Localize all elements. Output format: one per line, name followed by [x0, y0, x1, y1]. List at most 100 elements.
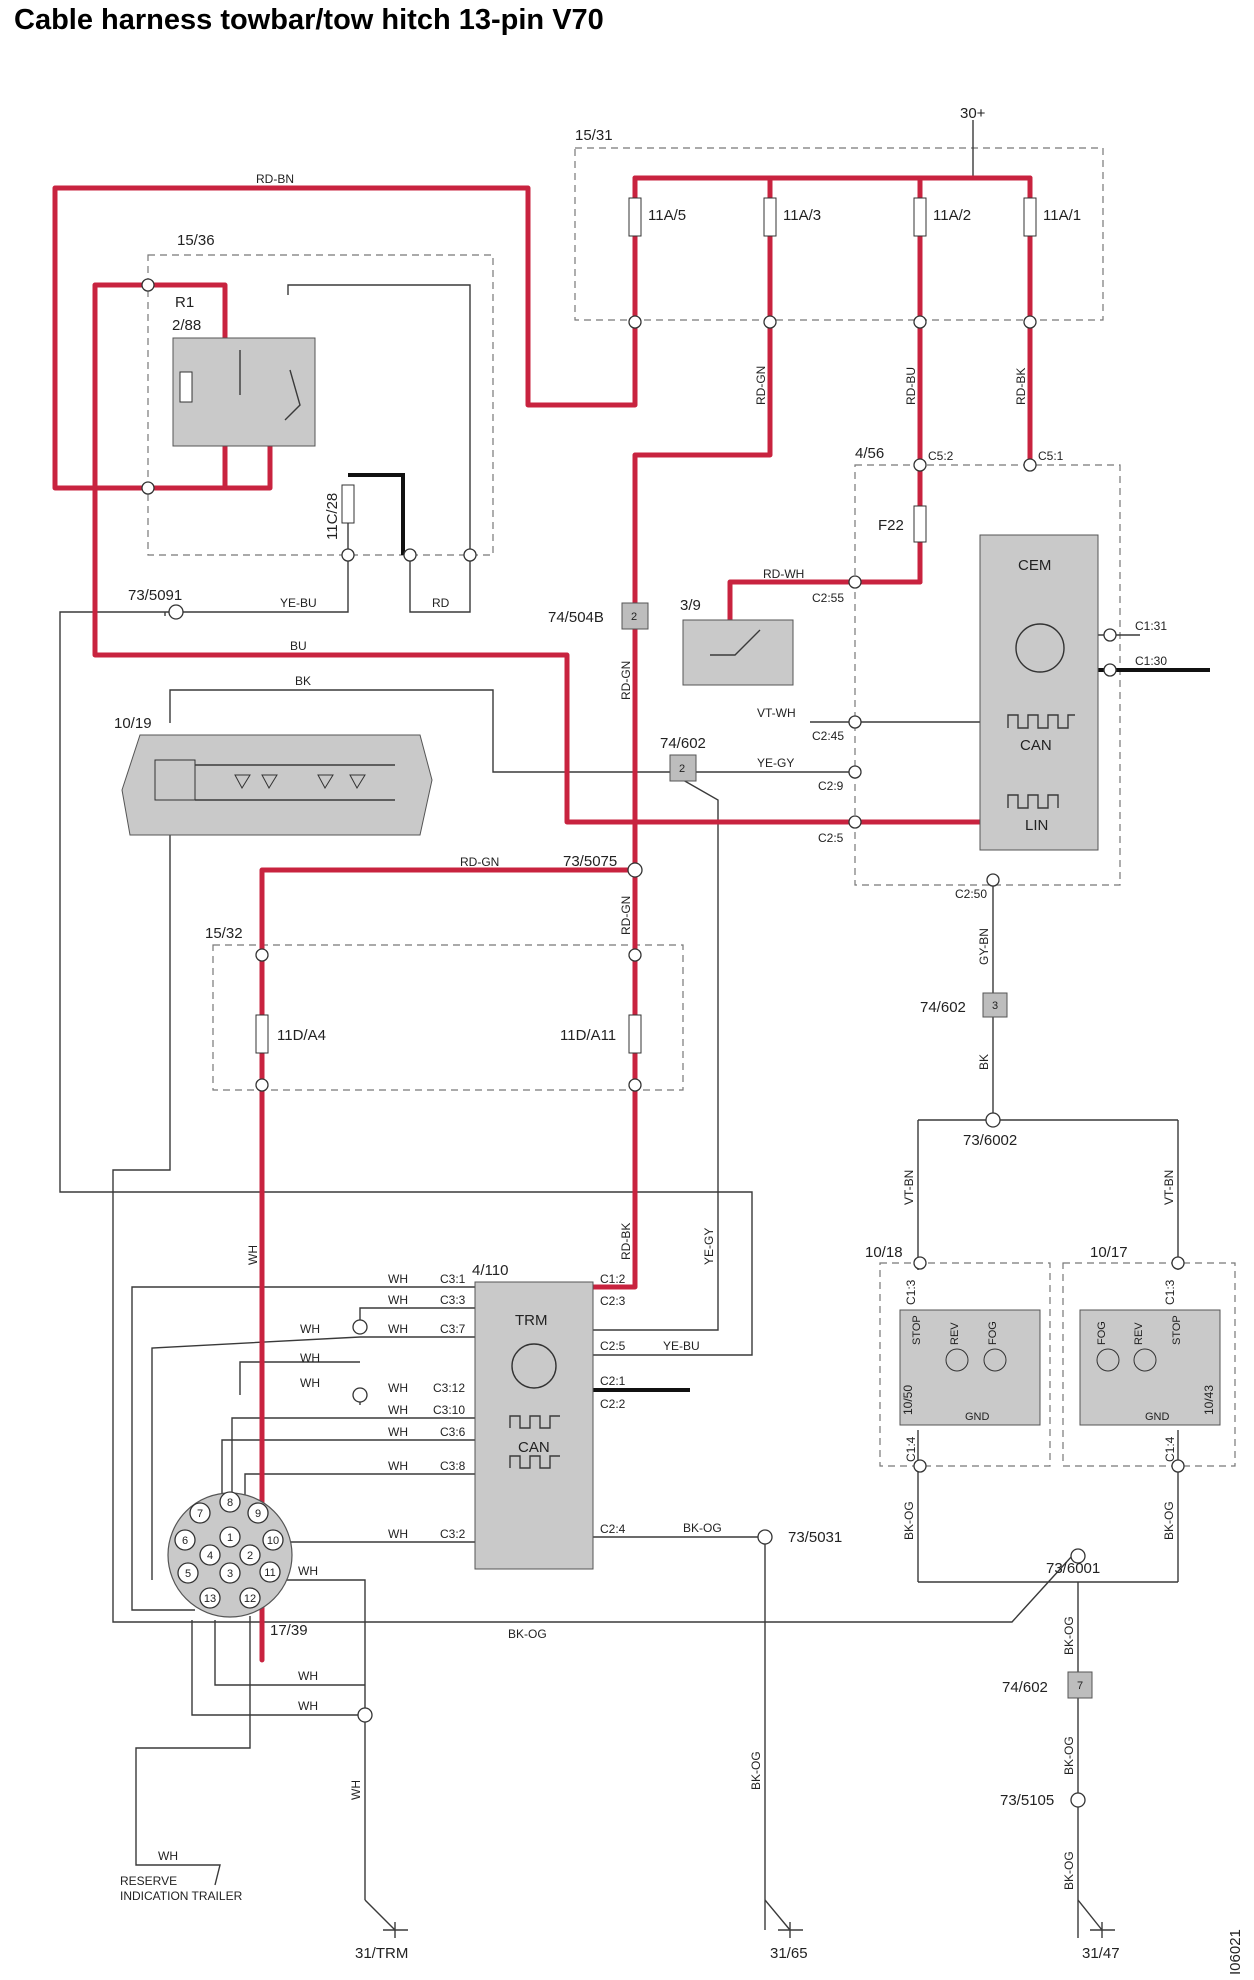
- wire-label-vt-bn-left: VT-BN: [902, 1170, 916, 1205]
- light-unit-ref: 10/19: [114, 715, 152, 732]
- fuse-11a-5: 11A/5: [648, 207, 686, 224]
- trm-pin-c2-2: C2:2: [600, 1397, 626, 1411]
- socket-pin-13: [199, 1587, 221, 1609]
- wire-label-rd-gn-top: RD-GN: [754, 366, 768, 405]
- trm-pin-c3-1: C3:1: [440, 1272, 466, 1286]
- relay-block-outline: [147, 254, 494, 556]
- wire-label-ye-gy-low: YE-GY: [702, 1228, 716, 1265]
- connector-74-602-a: 74/602: [660, 735, 706, 752]
- wire-label-rd-gn-mid: RD-GN: [619, 661, 633, 700]
- socket-pin-9: [247, 1502, 269, 1524]
- lamps-left-outline: [879, 1262, 1051, 1467]
- relay-block-ref: 15/36: [177, 232, 215, 249]
- lamps-right-ref: 10/17: [1090, 1244, 1128, 1261]
- trm-pin-c2-3: C2:3: [600, 1294, 626, 1308]
- wire-label-bk-cem: BK: [977, 1054, 991, 1070]
- wire-label-wh-9: WH: [388, 1425, 408, 1439]
- wire-label-rd: RD: [432, 596, 450, 610]
- socket-pin-label-6: 6: [182, 1535, 188, 1547]
- lamps-right-inner: 10/43: [1202, 1385, 1216, 1415]
- lamps-right-gnd: GND: [1145, 1411, 1170, 1423]
- lamps-right-outline: [1062, 1262, 1236, 1467]
- switch-contact-icon: [710, 629, 761, 656]
- trm-ref: 4/110: [472, 1262, 508, 1279]
- wire-label-wh-10: WH: [388, 1459, 408, 1473]
- lamps-right-rev: REV: [1133, 1322, 1145, 1345]
- socket-pin-label-7: 7: [197, 1508, 203, 1520]
- svg-text:30+: 30+: [960, 105, 986, 122]
- cem-pin-c5-2: C5:2: [928, 449, 954, 463]
- wire-label-wh-1: WH: [388, 1272, 408, 1286]
- fuse-box-mid-outline: [212, 944, 684, 1091]
- wire-label-wh-5: WH: [300, 1351, 320, 1365]
- wire-label-vh: WH: [246, 1245, 260, 1265]
- lamps-left-gnd: GND: [965, 1411, 990, 1423]
- splice-symbols: [168, 604, 1086, 1808]
- socket-pin-label-12: 12: [244, 1593, 256, 1605]
- reserve-label-line2: INDICATION TRAILER: [120, 1889, 243, 1903]
- wire-label-rd-wh: RD-WH: [763, 567, 804, 581]
- wire-label-bk-og-long: BK-OG: [508, 1627, 547, 1641]
- cem-pin-c2-9: C2:9: [818, 779, 844, 793]
- connector-74-602-b-pin: 3: [992, 1000, 998, 1012]
- relay-r1: [172, 337, 316, 447]
- fuse-11a-2: 11A/2: [933, 207, 971, 224]
- wire-label-wh-14: WH: [298, 1699, 318, 1713]
- socket-pin-1: [219, 1526, 241, 1548]
- ground-31-47: 31/47: [1082, 1945, 1120, 1962]
- trm-pin-c3-2: C3:2: [440, 1527, 466, 1541]
- socket-pin-label-3: 3: [227, 1568, 233, 1580]
- power-wires: [52, 175, 1033, 1663]
- wire-label-wh-7: WH: [388, 1381, 408, 1395]
- fuse-box-mid-ref: 15/32: [205, 925, 243, 942]
- cem-transistor-icon: [1015, 623, 1065, 673]
- splice-73-5091: 73/5091: [128, 587, 182, 604]
- wire-label-wh-12: WH: [298, 1564, 318, 1578]
- lamps-right-pin-c1-3: C1:3: [1163, 1279, 1177, 1305]
- lamps-left-rev: REV: [949, 1322, 961, 1345]
- led-icons: [195, 764, 395, 801]
- socket-pin-label-2: 2: [247, 1550, 253, 1562]
- wire-label-bk: BK: [295, 674, 311, 688]
- lamps-left-ref: 10/18: [865, 1244, 903, 1261]
- cem-pin-c2-45: C2:45: [812, 729, 844, 743]
- wire-label-rd-gn-horz: RD-GN: [460, 855, 499, 869]
- wire-label-bk-og-c: BK-OG: [1062, 1851, 1076, 1890]
- lamps-left-pin-c1-4: C1:4: [904, 1436, 918, 1462]
- fuse-box-top-ref: 15/31: [575, 127, 613, 144]
- cem-ref: 4/56: [855, 445, 884, 462]
- trm-transistor-icon: [511, 1343, 557, 1389]
- wire-label-ye-bu: YE-BU: [280, 596, 317, 610]
- connection-nodes: [141, 278, 1185, 1473]
- supply-label: 30+: [960, 105, 986, 122]
- wire-label-bk-og-b: BK-OG: [1062, 1736, 1076, 1775]
- splice-73-5075: 73/5075: [563, 853, 617, 870]
- socket-pin-label-8: 8: [227, 1497, 233, 1509]
- ground-symbols: [383, 1922, 1115, 1938]
- trm-pin-c3-6: C3:6: [440, 1425, 466, 1439]
- socket-pin-3: [219, 1562, 241, 1584]
- connector-74-504b: 74/504B: [548, 609, 604, 626]
- socket-pin-label-9: 9: [255, 1508, 261, 1520]
- socket-pin-label-4: 4: [207, 1550, 213, 1562]
- wire-label-wh-8: WH: [388, 1403, 408, 1417]
- trm-can: CAN: [518, 1439, 550, 1456]
- lamps-left-pin-c1-3: C1:3: [904, 1279, 918, 1305]
- socket-pin-4: [199, 1544, 221, 1566]
- relay-name: R1: [175, 294, 194, 311]
- socket-pin-label-13: 13: [204, 1593, 216, 1605]
- wire-label-wh-11: WH: [388, 1527, 408, 1541]
- wire-label-rd-bk-top: RD-BK: [1014, 368, 1028, 405]
- cem-module: [979, 534, 1099, 851]
- socket-pin-label-1: 1: [227, 1532, 233, 1544]
- light-unit-transistor-icon: [154, 759, 196, 801]
- trm-pin-c3-3: C3:3: [440, 1293, 466, 1307]
- trm-pin-c3-7: C3:7: [440, 1322, 466, 1336]
- cem-pin-c5-1: C5:1: [1038, 449, 1064, 463]
- ground-31-65: 31/65: [770, 1945, 808, 1962]
- connector-blocks: [621, 602, 1093, 1699]
- connector-74-602-c: 74/602: [1002, 1679, 1048, 1696]
- socket-pin-11: [259, 1561, 281, 1583]
- cem-can-waveform-icon: [1007, 714, 1075, 729]
- cem-pin-c1-30: C1:30: [1135, 654, 1167, 668]
